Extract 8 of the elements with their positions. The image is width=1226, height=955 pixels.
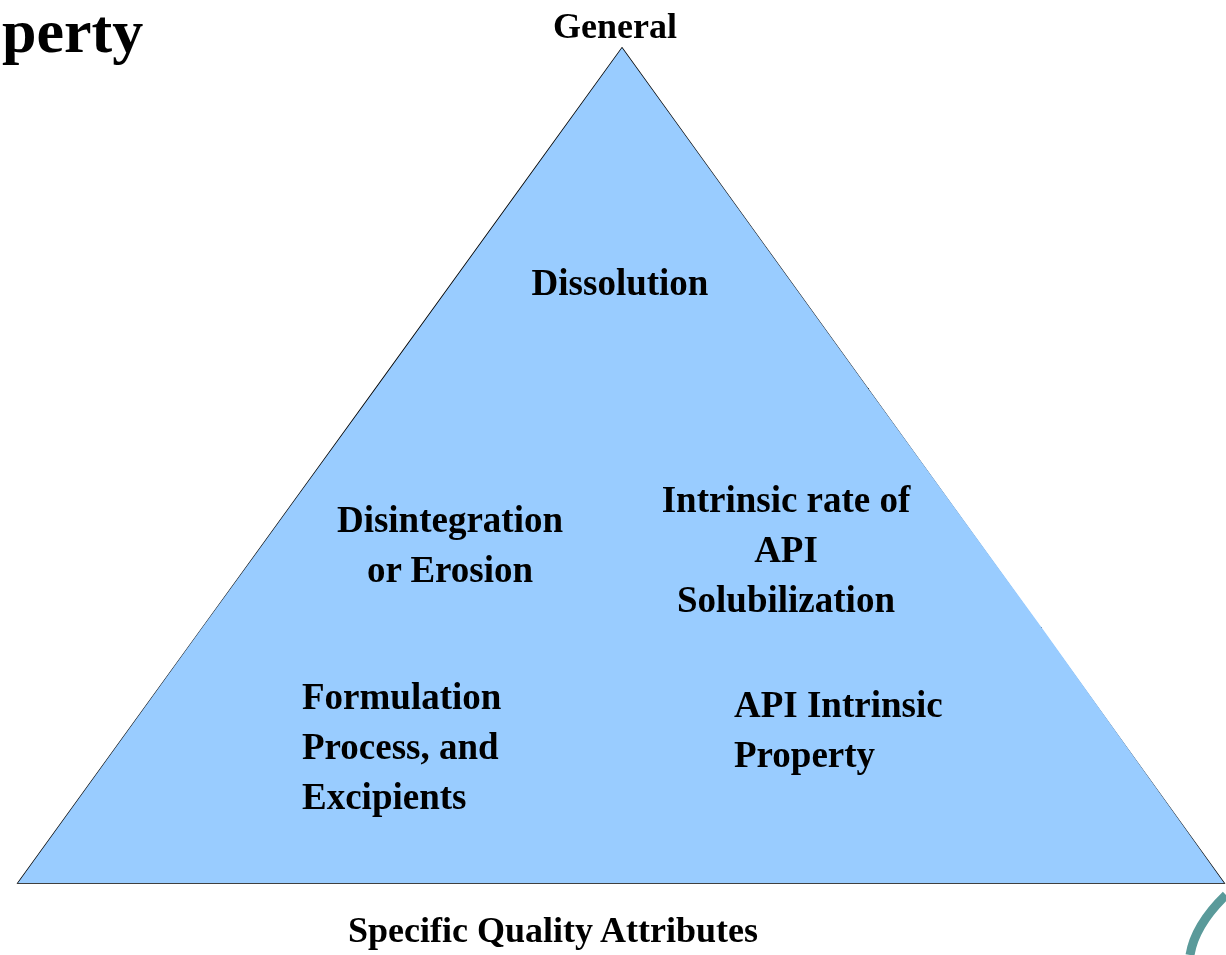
axis-label: General [553, 6, 677, 48]
section-label: Intrinsic rate of API Solubilization [660, 478, 912, 622]
section-label: Disintegration or Erosion [335, 498, 565, 592]
heading-text: perty [2, 0, 144, 67]
section-label: Dissolution [530, 261, 710, 305]
axis-label: Specific Quality Attributes [348, 910, 758, 952]
section-label: API Intrinsic Property [734, 683, 944, 777]
section-label: Formulation Process, and Excipients [302, 675, 503, 819]
